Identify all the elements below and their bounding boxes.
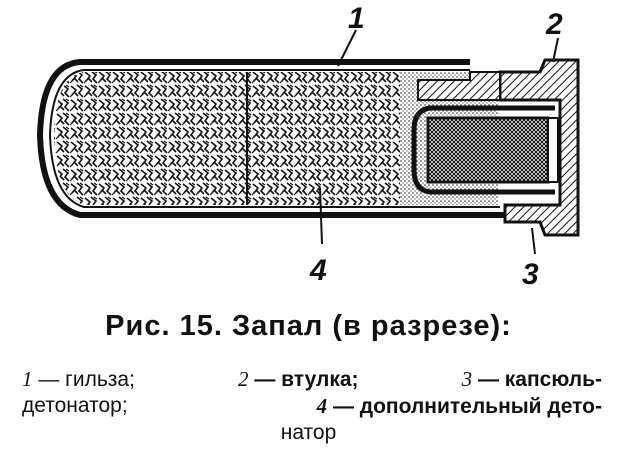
callout-1: 1 <box>348 2 365 35</box>
leader-line-1 <box>337 29 357 67</box>
casing-outline <box>36 59 505 218</box>
leader-line-4 <box>319 187 323 245</box>
legend-text: — дополнительный дето- <box>332 395 602 418</box>
legend-line: натор <box>0 420 617 446</box>
callout-3: 3 <box>522 258 539 291</box>
detonator-cap-core <box>426 116 550 184</box>
additional-detonator-charge <box>54 72 400 205</box>
legend-item-casing: 1 — гильза; <box>22 366 135 393</box>
detonator-cap-shell <box>411 105 555 195</box>
callout-2: 2 <box>545 8 563 41</box>
legend-number: 1 <box>22 367 33 391</box>
sleeve-neck <box>417 71 501 101</box>
legend-item-sleeve: 2 — втулка; <box>238 366 359 393</box>
legend-text: — гильза; <box>38 368 135 391</box>
legend-item-additional-detonator: 4 — дополнительный дето- <box>317 393 602 420</box>
legend-text: — капсюль- <box>477 368 602 391</box>
figure-caption-title: Рис. 15. Запал (в разрезе): <box>105 310 512 342</box>
legend-text-continuation: натор <box>280 421 337 444</box>
casing-inner-outline <box>48 69 500 208</box>
legend-number: 3 <box>461 367 473 391</box>
callout-4: 4 <box>309 254 327 287</box>
legend-line: детонатор; 4 — дополнительный дето- <box>22 393 602 420</box>
legend-line: 1 — гильза; 2 — втулка; 3 — капсюль- <box>22 366 602 393</box>
legend-text: — втулка; <box>254 368 359 391</box>
sleeve-bushing <box>498 58 580 237</box>
fuze-cross-section-diagram: 1 2 3 4 <box>36 2 580 291</box>
legend-number: 2 <box>237 367 249 391</box>
legend-text-continuation: детонатор; <box>22 394 128 417</box>
leader-line-2 <box>552 37 559 63</box>
detonator-cap-end <box>547 117 559 183</box>
leader-line-3 <box>531 227 536 255</box>
legend-number: 4 <box>316 394 328 418</box>
legend-item-detonator-cap: 3 — капсюль- <box>462 366 602 393</box>
